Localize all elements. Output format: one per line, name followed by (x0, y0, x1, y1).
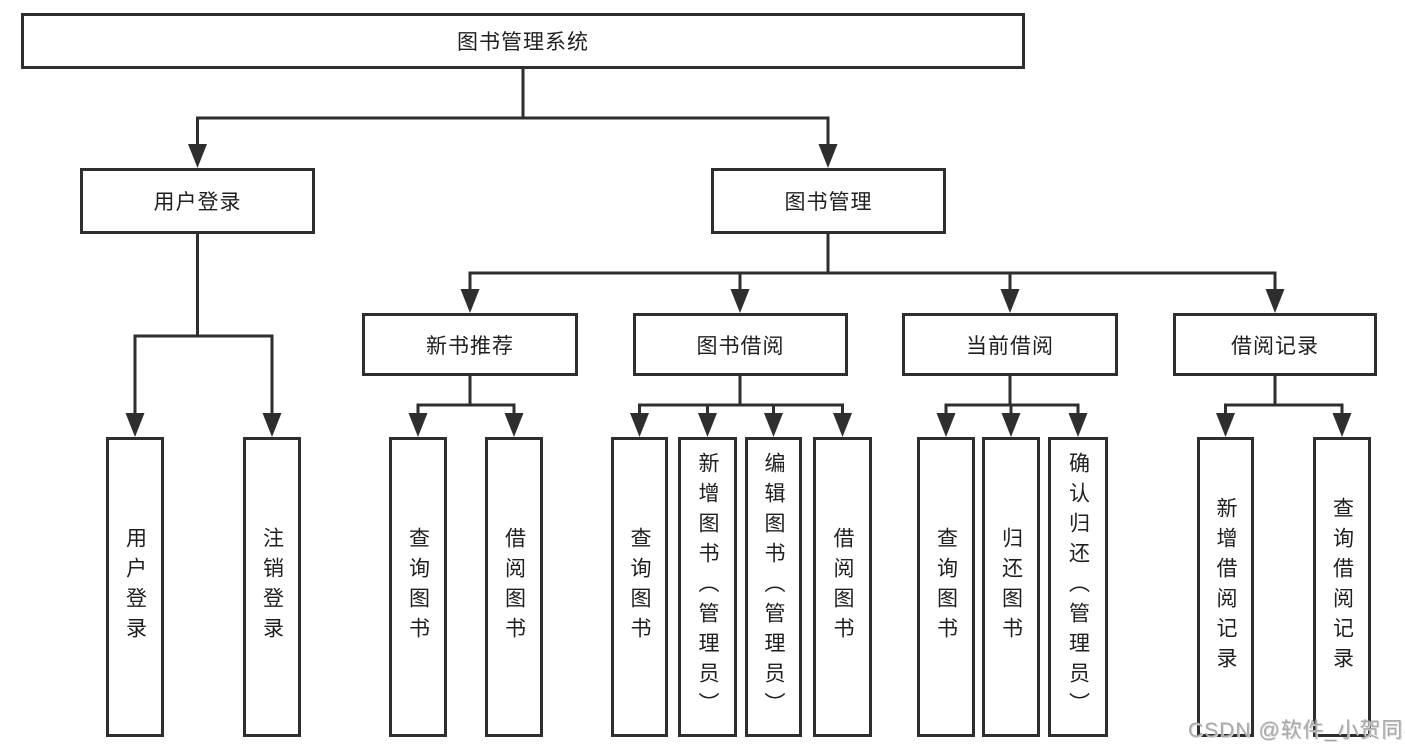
leaf-label: 注销登录 (260, 527, 284, 647)
node-label: 图书管理系统 (457, 31, 589, 54)
node-label: 图书借阅 (696, 334, 785, 358)
node-label: 当前借阅 (966, 334, 1054, 358)
leaf-user-login: 用户登录 (106, 437, 164, 737)
leaf-borrow-books-recommend: 借阅图书 (485, 437, 543, 737)
node-borrow-records: 借阅记录 (1173, 313, 1377, 376)
leaf-label: 用户登录 (123, 527, 147, 647)
node-user-login: 用户登录 (80, 168, 315, 234)
leaf-label: 查询图书 (934, 527, 958, 647)
leaf-label: 编辑图书（管理员） (762, 452, 785, 722)
leaf-confirm-return-admin: 确认归还（管理员） (1048, 437, 1108, 737)
node-current-borrow: 当前借阅 (902, 313, 1118, 376)
leaf-query-books-current: 查询图书 (917, 437, 975, 737)
leaf-label: 查询图书 (628, 527, 651, 647)
leaf-label: 查询借阅记录 (1330, 497, 1354, 677)
node-label: 新书推荐 (426, 334, 514, 358)
leaf-label: 借阅图书 (502, 527, 526, 647)
node-new-book-recommend: 新书推荐 (362, 313, 578, 376)
node-label: 借阅记录 (1231, 334, 1319, 358)
leaf-logout: 注销登录 (243, 437, 301, 737)
leaf-edit-books-admin: 编辑图书（管理员） (745, 437, 802, 737)
leaf-label: 归还图书 (999, 527, 1023, 647)
leaf-return-books: 归还图书 (982, 437, 1040, 737)
node-book-borrow: 图书借阅 (633, 313, 848, 376)
node-library-management-system: 图书管理系统 (21, 13, 1025, 69)
leaf-label: 借阅图书 (831, 527, 854, 647)
node-label: 图书管理 (784, 191, 873, 214)
watermark: CSDN @软件_小贺同学 (1188, 719, 1405, 742)
leaf-query-borrow-record: 查询借阅记录 (1313, 437, 1371, 737)
leaf-query-books-borrow: 查询图书 (611, 437, 668, 737)
leaf-label: 新增图书（管理员） (696, 452, 719, 722)
leaf-label: 查询图书 (406, 527, 430, 647)
leaf-add-borrow-record: 新增借阅记录 (1197, 437, 1254, 737)
node-label: 用户登录 (153, 191, 242, 214)
leaf-label: 确认归还（管理员） (1066, 452, 1090, 722)
node-book-management: 图书管理 (711, 168, 946, 234)
leaf-borrow-books: 借阅图书 (813, 437, 872, 737)
leaf-query-books-recommend: 查询图书 (389, 437, 447, 737)
leaf-add-books-admin: 新增图书（管理员） (678, 437, 737, 737)
leaf-label: 新增借阅记录 (1214, 497, 1237, 677)
